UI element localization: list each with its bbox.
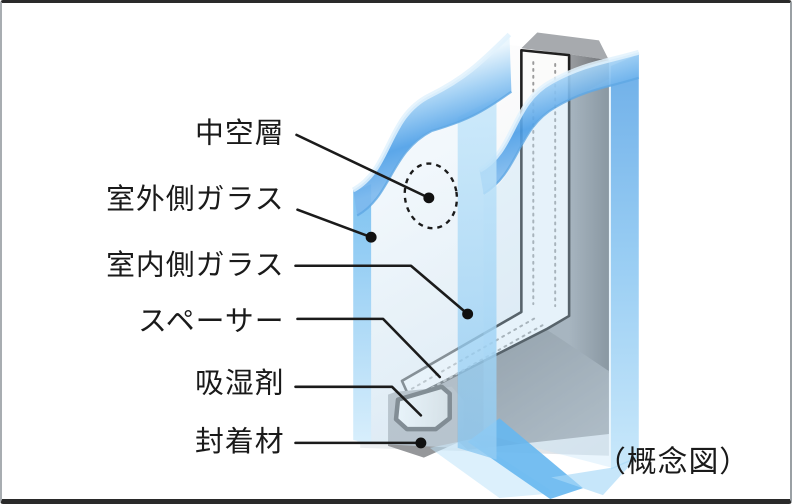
indoor-glass-wave-band — [479, 52, 639, 194]
air-layer-callout-ellipse — [403, 162, 459, 230]
leader-air-layer — [295, 133, 431, 200]
caption-conceptual-diagram: （概念図） — [596, 446, 750, 479]
dot-air-layer — [423, 192, 435, 204]
label-sealant: 封着材 — [195, 426, 285, 458]
indoor-wave-lower-edge — [482, 76, 640, 195]
leader-lines — [294, 133, 469, 445]
outdoor-wave-highlight — [351, 32, 512, 193]
outdoor-glass-wave-band — [353, 34, 512, 216]
dot-sealant — [415, 437, 427, 449]
dot-indoor-glass — [462, 308, 474, 320]
leader-dots — [365, 192, 474, 449]
leader-indoor-glass — [294, 264, 469, 316]
insulated-glass-diagram: 中空層 室外側ガラス 室内側ガラス スペーサー 吸湿剤 封着材 （概念図） — [106, 32, 750, 499]
outdoor-glass-right-edge — [457, 97, 497, 460]
dot-outdoor-glass — [365, 231, 377, 243]
label-outdoor-glass: 室外側ガラス — [106, 184, 284, 216]
spacer-top-cap — [521, 32, 609, 61]
indoor-wave-highlight — [478, 49, 640, 173]
indoor-glass-face — [483, 77, 611, 468]
label-air-layer: 中空層 — [195, 118, 285, 150]
outdoor-glass-pane — [351, 32, 513, 460]
outdoor-glass-left-edge — [353, 184, 372, 444]
label-spacer: スペーサー — [138, 306, 285, 338]
leader-desiccant — [294, 385, 423, 417]
indoor-glass-pane — [478, 49, 640, 470]
leader-outdoor-glass — [296, 208, 373, 239]
outdoor-wave-lower-edge — [356, 90, 513, 217]
glazing-unit — [351, 32, 640, 499]
spacer-column — [547, 54, 609, 374]
label-desiccant: 吸湿剤 — [195, 368, 285, 400]
leader-spacer — [296, 317, 442, 379]
indoor-glass-right-edge — [610, 54, 639, 470]
labels: 中空層 室外側ガラス 室内側ガラス スペーサー 吸湿剤 封着材 （概念図） — [106, 118, 750, 479]
bottom-band-right — [551, 455, 639, 496]
label-indoor-glass: 室内側ガラス — [106, 250, 284, 282]
outdoor-glass-face — [357, 117, 458, 448]
bottom-band-light — [429, 438, 556, 499]
